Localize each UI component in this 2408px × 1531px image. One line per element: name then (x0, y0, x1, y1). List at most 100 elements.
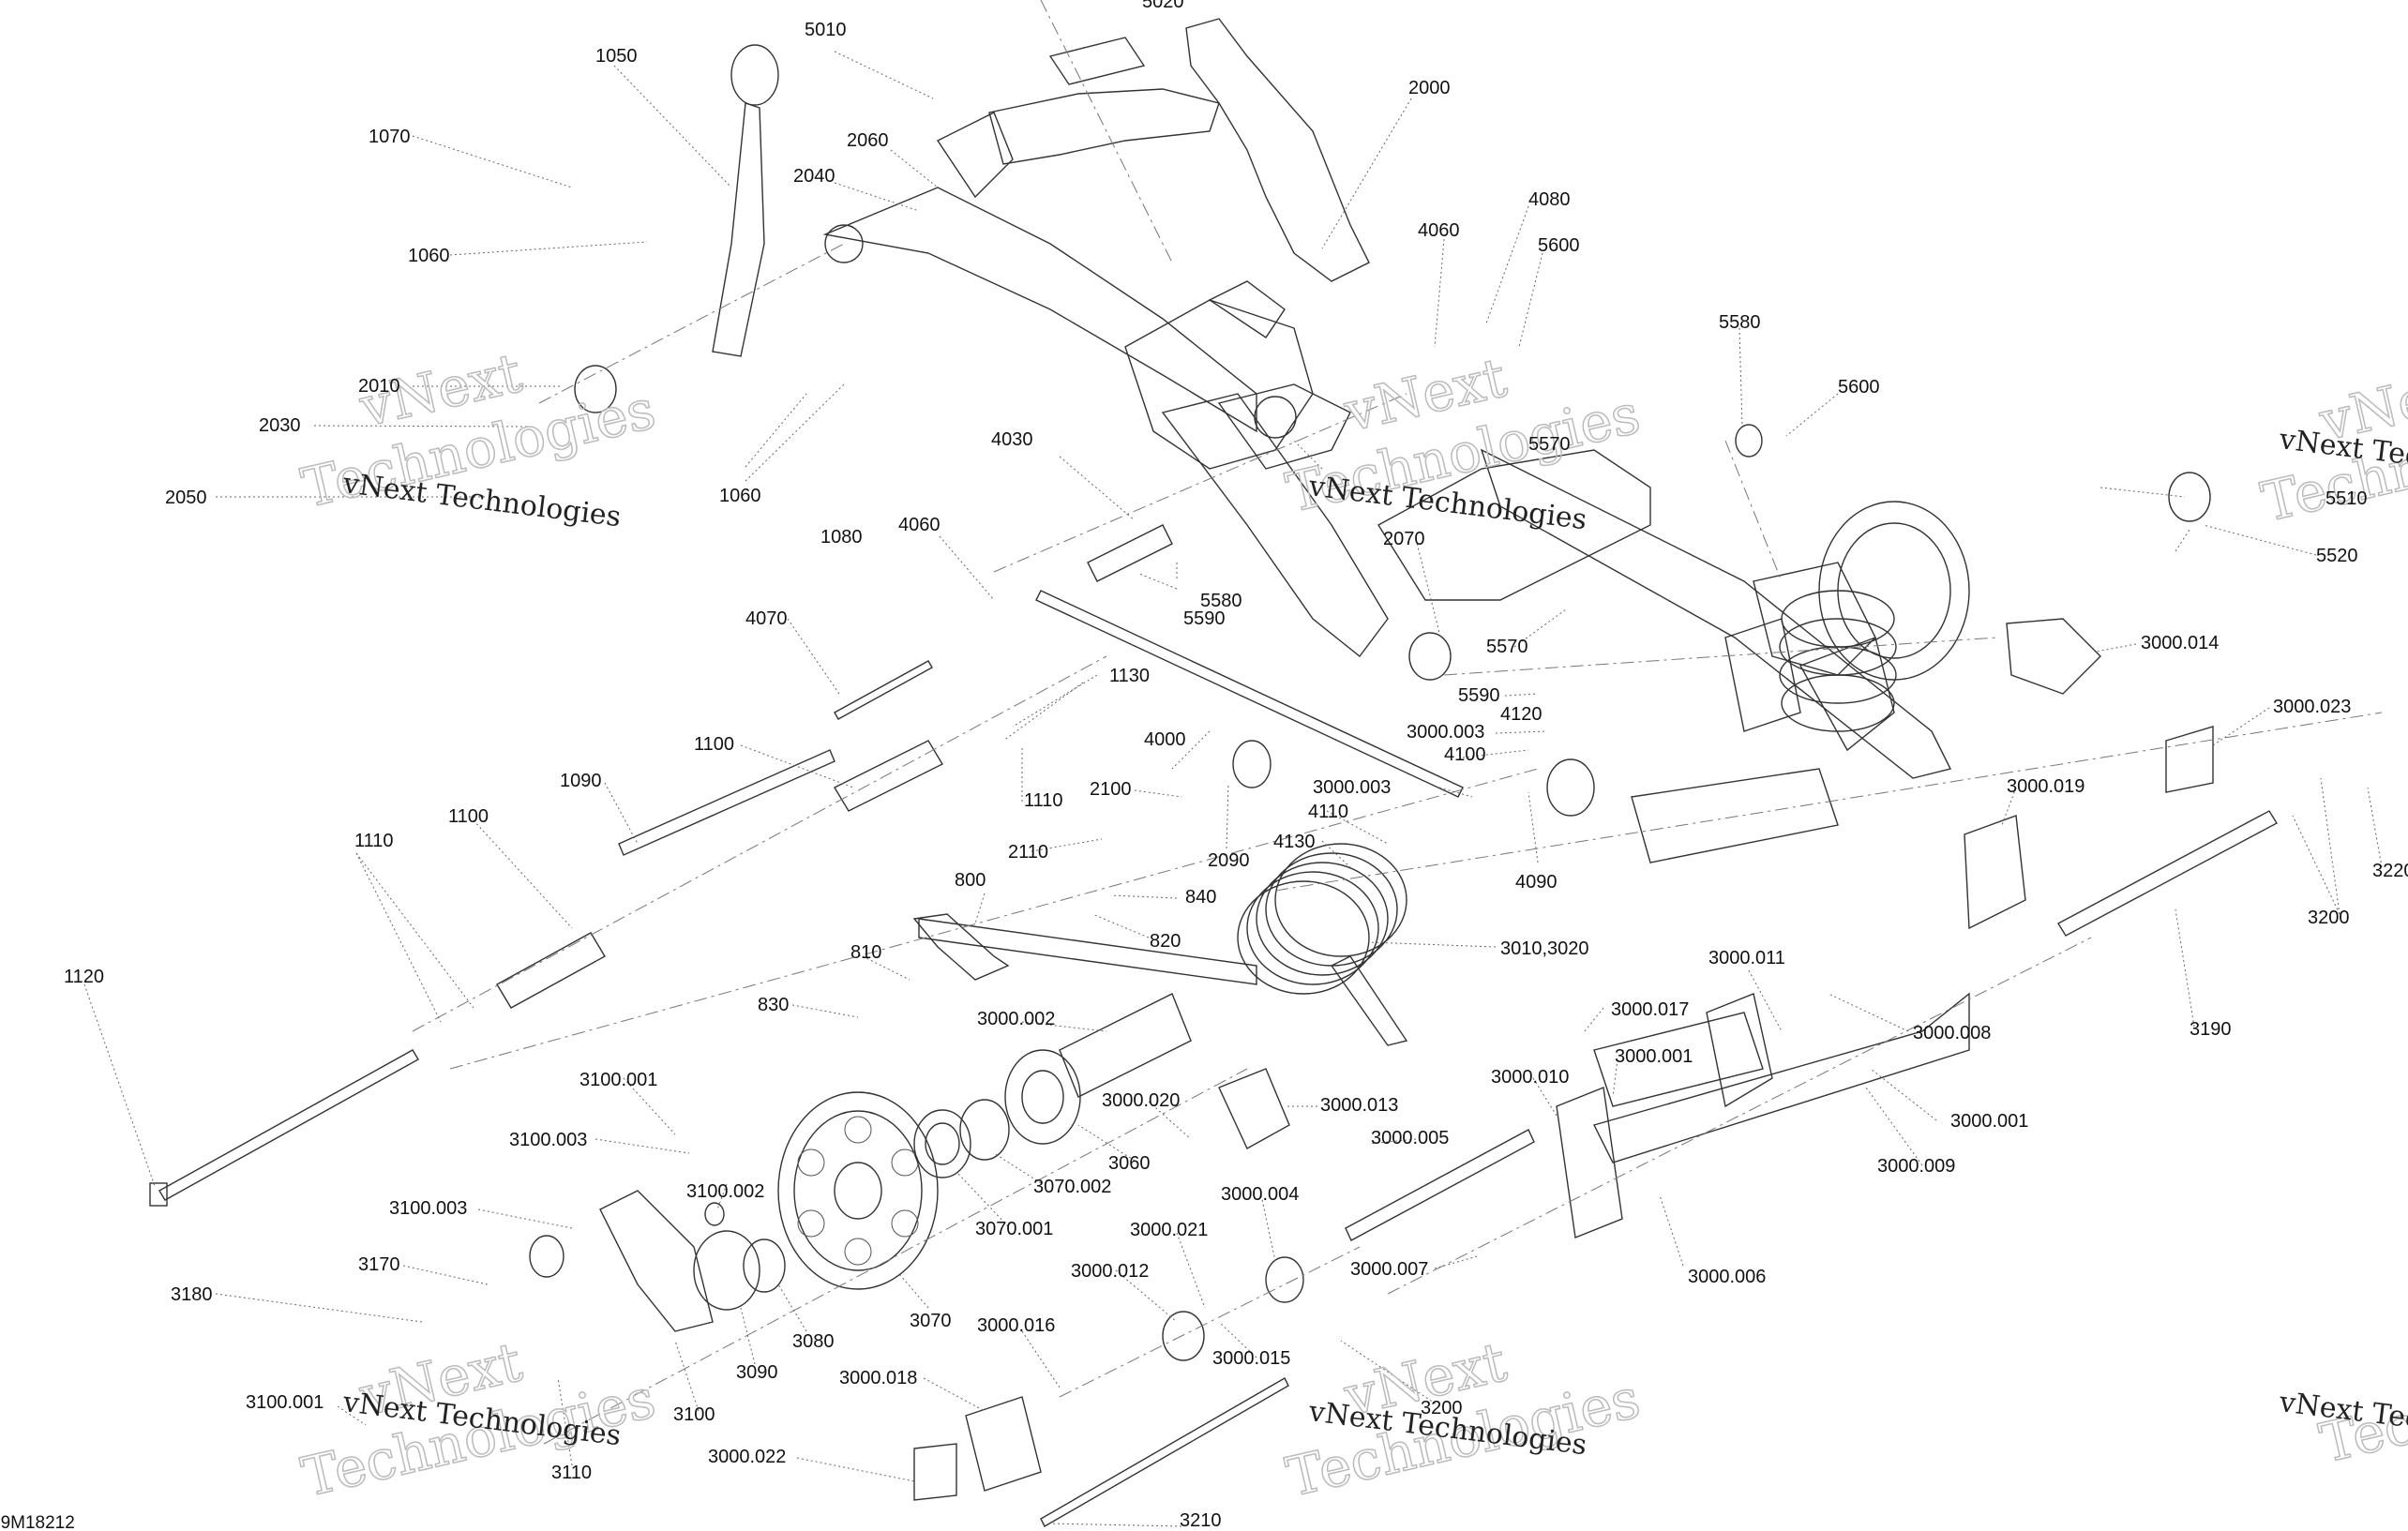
callout-1080: 1080 (820, 527, 863, 548)
watermarks: vNext Technologies vNext Technologies vN… (295, 340, 2408, 1510)
callout-3000-008: 3000.008 (1913, 1023, 1991, 1043)
callout-3000-022: 3000.022 (708, 1447, 786, 1467)
callout-5600: 5600 (1838, 377, 1880, 398)
callout-2090: 2090 (1208, 850, 1250, 871)
shock-spring-assembly (1724, 501, 1970, 732)
drawing-number: 49M18212 (0, 1513, 75, 1531)
block-3000-013 (1218, 1068, 1290, 1149)
callout-4060: 4060 (1418, 220, 1460, 241)
callout-3000-005: 3000.005 (1371, 1128, 1449, 1148)
tube-1100a (834, 740, 943, 812)
lower-frame (1377, 448, 1970, 1163)
callout-3000-023: 3000.023 (2273, 697, 2351, 717)
callout-2040: 2040 (793, 166, 835, 187)
callout-3110: 3110 (551, 1463, 592, 1483)
callout-3200: 3200 (2308, 908, 2350, 928)
wheel-3060 (1004, 1049, 1081, 1145)
callout-3000-004: 3000.004 (1221, 1184, 1299, 1205)
bumper-1050 (730, 44, 779, 106)
callout-2100: 2100 (1090, 779, 1132, 800)
callout-4000: 4000 (1144, 729, 1186, 750)
callout-1060: 1060 (719, 486, 761, 506)
callout-830: 830 (758, 995, 789, 1015)
bearing-3070-001-inner (925, 1122, 960, 1165)
callout-3000-019: 3000.019 (2007, 776, 2084, 797)
callout-840: 840 (1185, 887, 1216, 908)
spacer-2090 (1232, 740, 1272, 788)
callout-3070-001: 3070.001 (975, 1219, 1053, 1239)
callout-3190: 3190 (2190, 1019, 2232, 1040)
bracket-3000-010 (1556, 1087, 1623, 1238)
callout-2110: 2110 (1008, 842, 1048, 863)
bushing-2070 (1408, 632, 1452, 681)
tube-3000-004 (1265, 1256, 1304, 1303)
callout-3000-001: 3000.001 (1615, 1046, 1693, 1067)
callout-2030: 2030 (259, 415, 301, 436)
callout-3220: 3220 (2372, 861, 2408, 881)
callout-2000: 2000 (1408, 78, 1451, 98)
callout-3000-011: 3000.011 (1708, 948, 1785, 968)
callout-3000-006: 3000.006 (1688, 1267, 1766, 1287)
callout-4070: 4070 (745, 608, 788, 629)
callout-3000-014: 3000.014 (2141, 633, 2219, 653)
callout-5010: 5010 (805, 20, 847, 40)
callout-2010: 2010 (358, 376, 400, 397)
bracket-1050 (712, 102, 765, 357)
callout-4100: 4100 (1444, 744, 1486, 765)
callout-3010-3020: 3010,3020 (1500, 938, 1589, 959)
callout-3000-010: 3000.010 (1491, 1067, 1569, 1088)
callout-3000-020: 3000.020 (1102, 1090, 1180, 1111)
callout-3000-013: 3000.013 (1320, 1095, 1398, 1116)
bolt-head-1120 (149, 1182, 168, 1207)
tube-4030 (1087, 524, 1173, 582)
callout-2070: 2070 (1383, 529, 1425, 549)
callout-3000-021: 3000.021 (1130, 1220, 1208, 1240)
callout-5020: 5020 (1142, 0, 1184, 12)
callout-1110: 1110 (1024, 790, 1063, 811)
callout-3000-007: 3000.007 (1350, 1259, 1428, 1280)
callout-4110: 4110 (1308, 802, 1348, 822)
shaft-1120 (158, 1049, 419, 1201)
clip-3080 (743, 1238, 786, 1293)
callout-3100-001: 3100.001 (246, 1392, 324, 1413)
ring-3070-002 (959, 1099, 1010, 1161)
bearing-5510 (2168, 472, 2211, 522)
callout-3000-002: 3000.002 (977, 1009, 1055, 1029)
plate-3000-022 (913, 1443, 957, 1501)
callout-5600: 5600 (1538, 235, 1580, 256)
block-3000-014 (2006, 618, 2101, 695)
callout-800: 800 (955, 870, 986, 891)
callout-3000-003: 3000.003 (1407, 722, 1484, 743)
bushing-2010 (574, 365, 617, 413)
callout-3000-016: 3000.016 (977, 1315, 1055, 1336)
callout-1110: 1110 (354, 831, 394, 851)
torsion-spring-3010 (918, 843, 1408, 1046)
tube-3000-002 (1059, 993, 1192, 1098)
bracket-3000-011 (1706, 993, 1773, 1108)
washer-3090 (693, 1230, 760, 1311)
callout-3100-003: 3100.003 (509, 1130, 587, 1150)
leader-lines (83, 51, 2383, 1527)
wheel-3070 (777, 1091, 939, 1290)
callout-3100-003: 3100.003 (389, 1198, 467, 1219)
callout-3000-015: 3000.015 (1212, 1348, 1290, 1369)
rod-4000 (1035, 590, 1464, 798)
callout-5520: 5520 (2316, 546, 2358, 566)
callout-3000-009: 3000.009 (1877, 1156, 1955, 1177)
callout-3200: 3200 (1421, 1398, 1463, 1418)
callout-3170: 3170 (358, 1254, 400, 1275)
callout-820: 820 (1150, 931, 1181, 952)
callout-5590: 5590 (1183, 608, 1226, 629)
callout-3070-002: 3070.002 (1033, 1177, 1111, 1197)
callout-3100-002: 3100.002 (686, 1181, 764, 1202)
callout-1120: 1120 (64, 967, 104, 987)
callout-1070: 1070 (369, 127, 411, 147)
callout-4130: 4130 (1273, 832, 1316, 852)
callout-1100: 1100 (448, 806, 489, 827)
shaft-3190 (2057, 810, 2278, 937)
idler-arm-3100 (599, 1190, 714, 1332)
shaft-3210 (1040, 1377, 1289, 1527)
axle-3000-005 (1345, 1129, 1535, 1241)
bushing-3000-012 (1162, 1311, 1205, 1361)
